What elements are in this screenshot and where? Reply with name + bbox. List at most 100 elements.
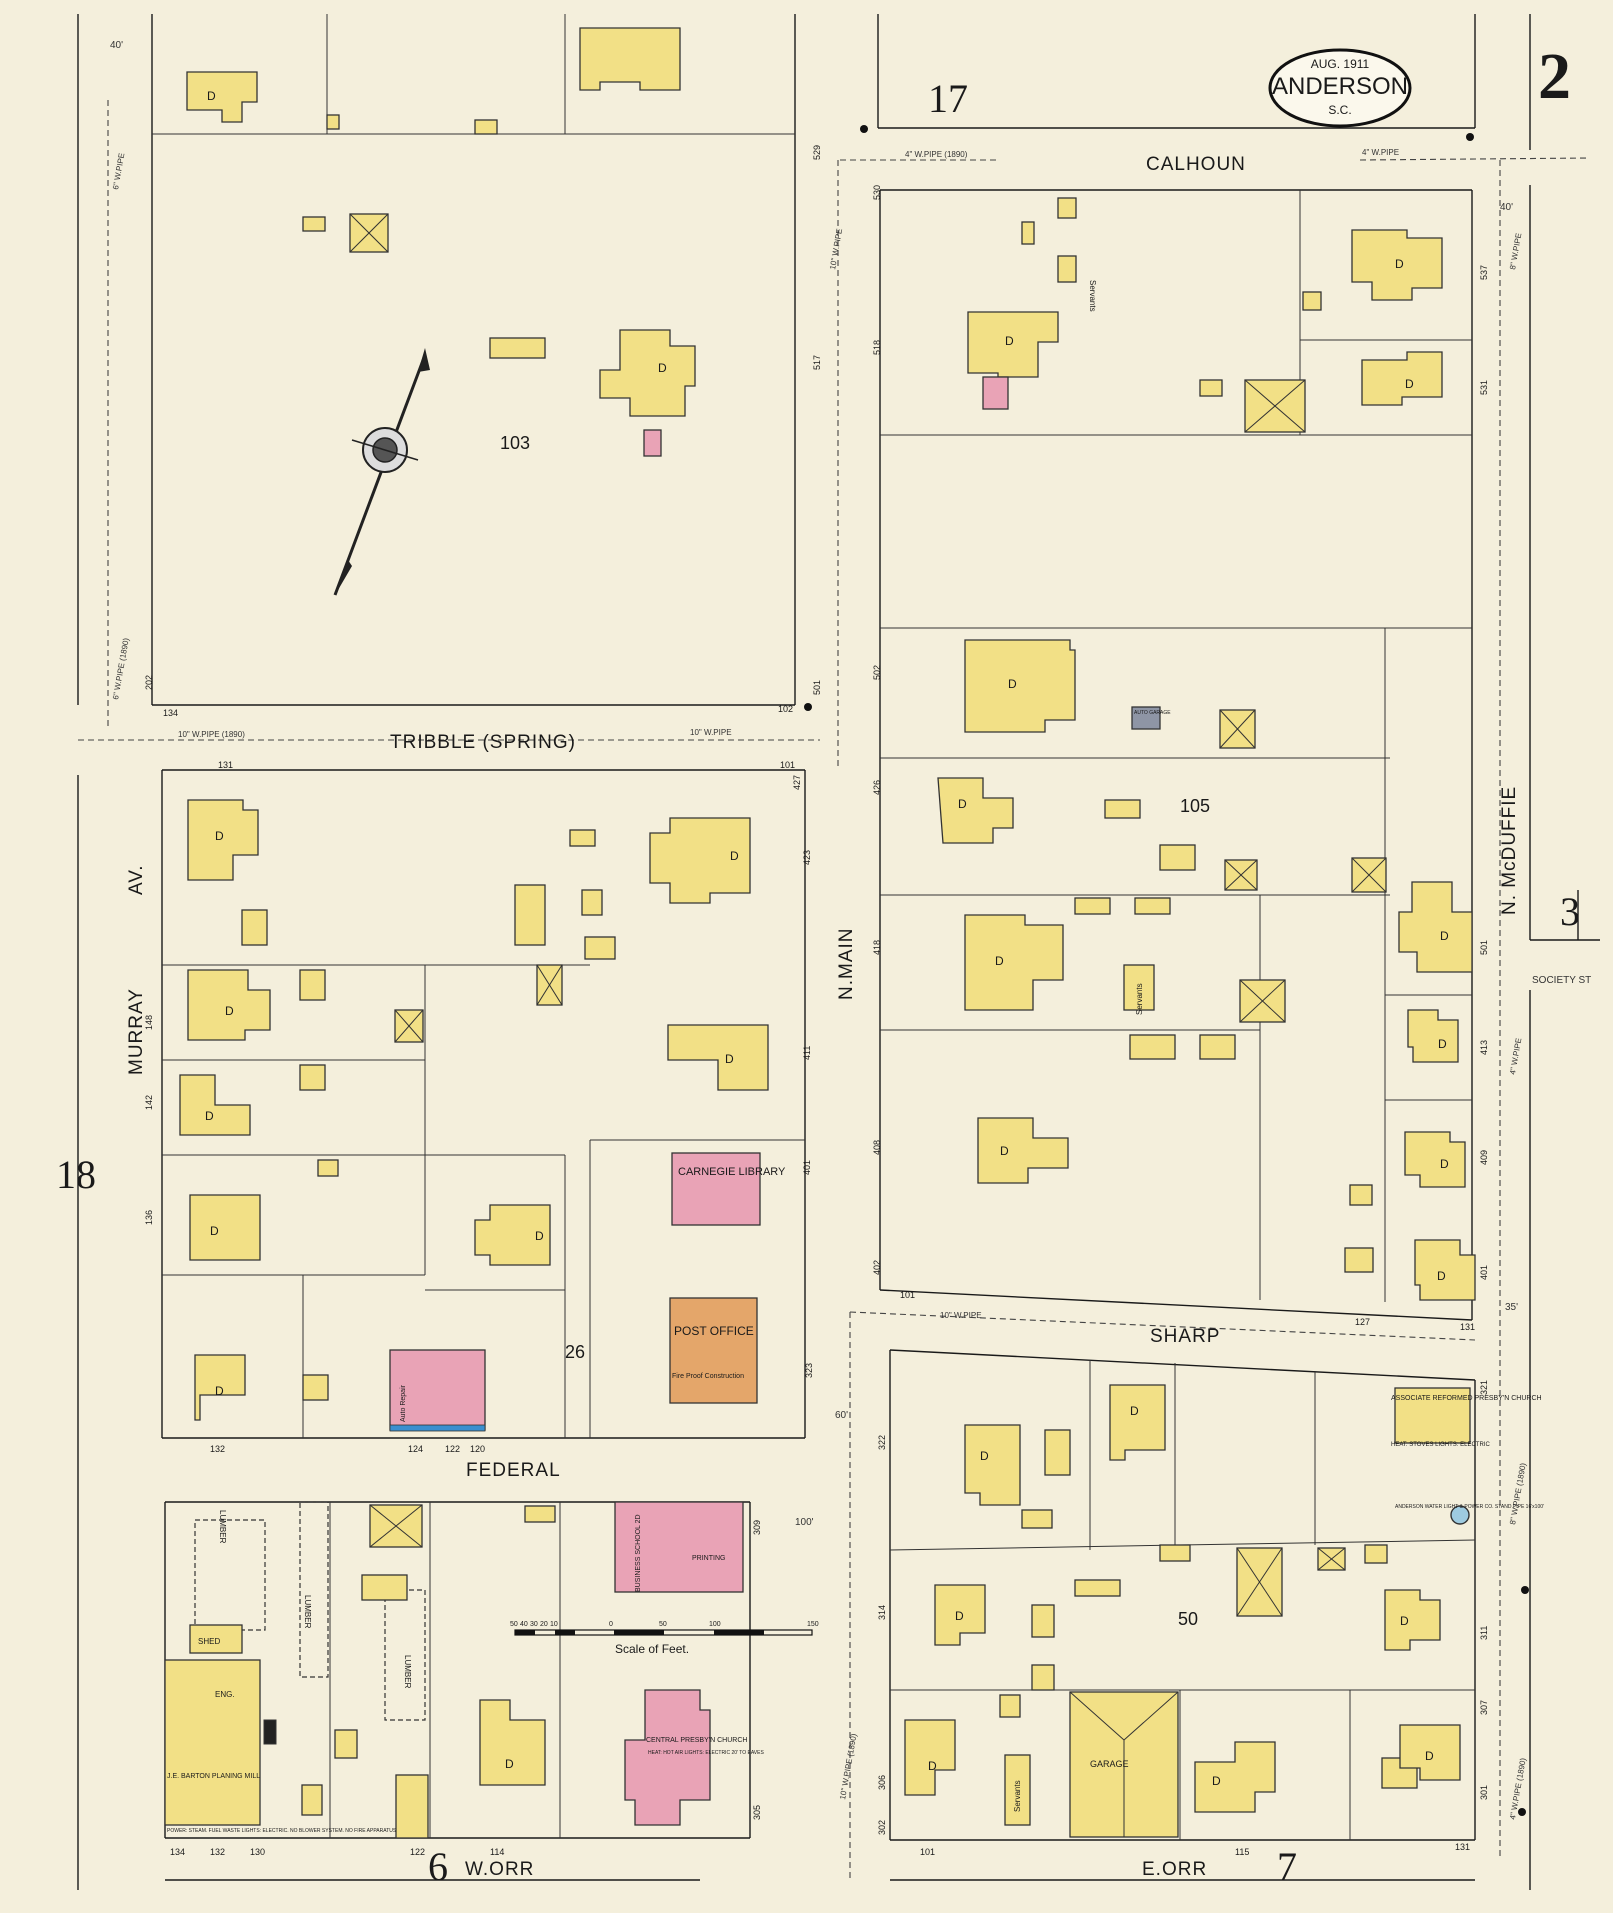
lumber-pile [194,1519,266,1631]
label-church-note: HEAT: HOT AIR LIGHTS: ELECTRIC 20' TO EA… [648,1750,764,1756]
dwelling-mark: D [995,954,1004,968]
street-width: 40' [110,40,123,51]
outbuilding [581,889,603,916]
house-number: 302 [877,1820,887,1835]
scale-tick-label: 20 [540,1621,548,1628]
planing-mill-building [164,1659,261,1826]
label-servants-bottom: Servants [1013,1780,1022,1812]
outbuilding [1159,844,1196,871]
badge-date: AUG. 1911 [1311,57,1370,71]
dwelling-mark: D [1438,1037,1447,1051]
auto-repair-building [389,1349,486,1431]
outbuilding [361,1574,408,1601]
dwelling [964,1424,1021,1506]
pipe-label: 10" W.PIPE [690,728,732,737]
dwelling [1414,1239,1476,1301]
dwelling [186,71,258,123]
house-number: 427 [792,775,802,790]
dwelling-mark: D [205,1109,214,1123]
label-auto-garage: AUTO GARAGE [1134,710,1171,716]
house-number: 402 [872,1260,882,1275]
label-garage: GARAGE [1090,1759,1129,1769]
label-associate-note: HEAT: STOVES LIGHTS: ELECTRIC [1391,1442,1490,1448]
outbuilding [302,216,326,232]
outbuilding [524,1505,556,1523]
pipe-label: 8" W.PIPE [1508,232,1523,270]
outbuilding [1057,255,1077,283]
house-number: 136 [144,1210,154,1225]
pipe-label: 10" W.PIPE [940,1311,982,1320]
street-w-orr: W.ORR [465,1859,534,1880]
brick-outbuilding [982,376,1009,410]
dwelling-mark: D [1440,929,1449,943]
street-width: 60' [835,1410,848,1421]
dwelling [599,329,696,417]
pipe-label: 10" W.PIPE [828,228,844,270]
outbuilding [1074,1579,1121,1597]
buildings-block-calhoun [967,197,1443,433]
house-number: 309 [752,1520,762,1535]
label-mill-note: POWER: STEAM. FUEL WASTE LIGHTS: ELECTRI… [167,1828,397,1834]
central-church-building [624,1689,711,1826]
house-number: 127 [1355,1317,1370,1327]
block-105: 105 [1180,796,1210,816]
outbuilding [1057,197,1077,219]
house-number: 529 [812,145,822,160]
house-number: 130 [250,1847,265,1857]
house-number: 305 [752,1805,762,1820]
lumber-pile [299,1501,329,1678]
dwelling [479,1699,546,1786]
dwelling [187,969,271,1041]
house-number: 122 [445,1444,460,1454]
sheet-number: 2 [1538,40,1571,113]
street-width: 40' [1500,202,1513,213]
outbuilding [326,114,340,130]
outbuilding [474,119,498,135]
house-number: 323 [804,1363,814,1378]
dwelling-mark: D [1425,1749,1434,1763]
outbuilding [1364,1544,1388,1564]
house-number: 537 [1479,265,1489,280]
house-number: 301 [1479,1785,1489,1800]
buildings-w-orr [164,1501,744,1839]
label-water-co: ANDERSON WATER LIGHT & POWER CO. STAND P… [1395,1504,1544,1510]
scale-tick-label: 10 [550,1621,558,1628]
dwelling [667,1024,769,1091]
dwelling [1398,881,1473,973]
shed [1199,1034,1236,1060]
label-post-office: POST OFFICE [674,1324,754,1338]
dwelling [1404,1131,1466,1188]
outbuilding [302,1374,329,1401]
house-number: 321 [1479,1380,1489,1395]
carnegie-library-building [671,1152,761,1226]
house-number: 131 [218,760,233,770]
hydrants [804,125,1529,1816]
outbuilding [317,1159,339,1177]
business-school-building [614,1501,744,1593]
post-office-building [669,1297,758,1404]
house-number: 134 [170,1847,185,1857]
outbuilding [1349,1184,1373,1206]
stand-pipe-icon [1450,1505,1470,1525]
dwelling-mark: D [505,1757,514,1771]
dwelling-mark: D [1440,1157,1449,1171]
street-tribble: TRIBBLE (SPRING) [390,732,576,753]
pipe-label: 10" W.PIPE (1890) [178,730,245,739]
dwelling-mark: D [1395,257,1404,271]
outbuilding [241,909,268,946]
dwelling-mark: D [1437,1269,1446,1283]
street-width: 35' [1505,1302,1518,1313]
scale-tick-label: 50 [510,1621,518,1628]
outbuilding [1004,1754,1031,1826]
dwelling [934,1584,986,1646]
house-number: 311 [1479,1626,1489,1640]
house-number: 102 [778,704,793,714]
label-business-school: BUSINESS SCHOOL 2D [635,1514,642,1592]
auto-garage [1131,706,1161,730]
dwelling-mark: D [225,1004,234,1018]
scale-tick-label: 100 [709,1621,721,1628]
dwelling [1384,1589,1441,1651]
block-26: 26 [565,1342,585,1362]
